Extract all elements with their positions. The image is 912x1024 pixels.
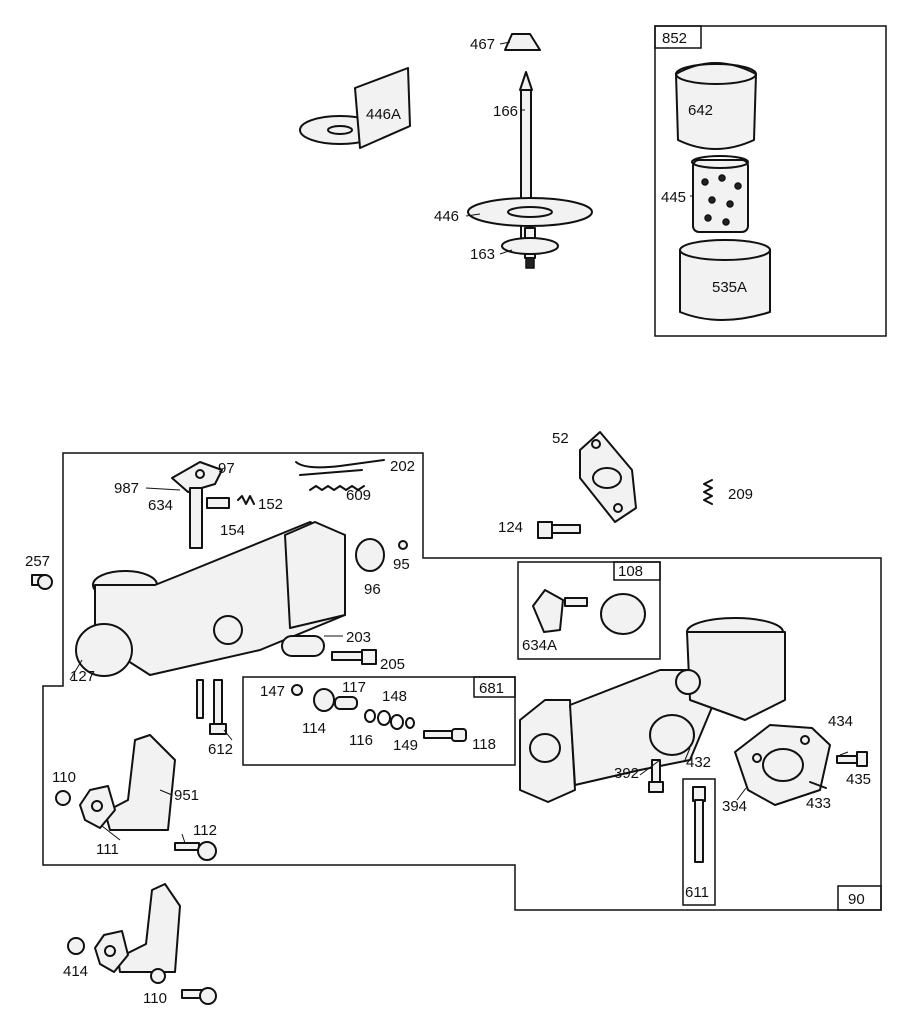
label-951: 951	[174, 787, 199, 804]
part-202-link	[295, 459, 385, 476]
frame-681	[242, 676, 516, 766]
label-433: 433	[806, 795, 831, 812]
box-108	[613, 561, 661, 581]
part-carb-body	[92, 521, 346, 676]
part-52-gasket	[579, 431, 637, 523]
label-257: 257	[25, 553, 50, 570]
label-535A: 535A	[712, 279, 747, 296]
label-166: 166	[493, 103, 518, 120]
label-209: 209	[728, 486, 753, 503]
label-467: 467	[470, 36, 495, 53]
label-446A: 446A	[366, 106, 401, 123]
part-205-screw	[331, 649, 377, 665]
label-96: 96	[364, 581, 381, 598]
frame-108	[517, 561, 661, 660]
part-95-screw	[398, 540, 408, 550]
frame-852	[654, 25, 887, 337]
label-154: 154	[220, 522, 245, 539]
part-433-pin	[809, 781, 827, 789]
part-612-bolt	[196, 679, 227, 735]
part-445-element	[691, 155, 749, 233]
label-987: 987	[114, 480, 139, 497]
part-467-nut	[504, 33, 541, 51]
part-611-bolt	[692, 786, 706, 863]
part-127-choke	[75, 623, 133, 677]
frame-611	[682, 778, 716, 906]
label-202: 202	[390, 458, 415, 475]
label-90: 90	[848, 891, 865, 908]
part-642-cover	[675, 62, 757, 150]
part-108-kit	[532, 589, 646, 635]
label-152: 152	[258, 496, 283, 513]
part-166-stud	[467, 71, 593, 269]
part-435-screw	[836, 751, 868, 767]
box-90	[837, 885, 882, 911]
label-117: 117	[342, 679, 366, 696]
label-97: 97	[218, 460, 235, 477]
label-446: 446	[434, 208, 459, 225]
label-112: 112	[193, 822, 217, 839]
label-118: 118	[472, 736, 496, 753]
frame-90	[42, 452, 882, 911]
part-96-plate	[355, 538, 385, 572]
label-681: 681	[479, 680, 504, 697]
part-434-diaphragm	[734, 724, 831, 806]
part-535A-precleaner	[679, 239, 771, 321]
label-95: 95	[393, 556, 410, 573]
label-445: 445	[661, 189, 686, 206]
box-681	[473, 676, 516, 698]
label-52: 52	[552, 430, 569, 447]
part-209-spring	[703, 479, 713, 505]
part-609-spring	[309, 485, 365, 491]
label-111: 111	[96, 841, 119, 858]
part-257-screw	[31, 574, 53, 590]
label-114: 114	[302, 720, 326, 737]
part-152-spring	[237, 495, 255, 505]
label-852: 852	[662, 30, 687, 47]
label-148: 148	[382, 688, 407, 705]
label-612: 612	[208, 741, 233, 758]
part-951-bracket	[79, 734, 176, 831]
part-446A-bracket	[299, 67, 411, 149]
part-681-kit	[291, 684, 467, 742]
label-110-b: 110	[143, 990, 167, 1007]
label-435: 435	[846, 771, 871, 788]
part-414-bracket	[67, 883, 217, 1005]
leader-lines	[69, 41, 849, 844]
label-414: 414	[63, 963, 88, 980]
part-124-screw	[537, 521, 581, 539]
part-112-screw	[174, 841, 217, 861]
label-116: 116	[349, 732, 373, 749]
label-163: 163	[470, 246, 495, 263]
part-97-lever	[171, 461, 223, 493]
part-110-nut-a	[55, 790, 71, 806]
label-432: 432	[686, 754, 711, 771]
label-392: 392	[614, 765, 639, 782]
label-611: 611	[685, 884, 709, 901]
label-394: 394	[722, 798, 747, 815]
label-642: 642	[688, 102, 713, 119]
label-110-a: 110	[52, 769, 76, 786]
label-127: 127	[70, 668, 95, 685]
label-108: 108	[618, 563, 643, 580]
label-634: 634	[148, 497, 173, 514]
label-203: 203	[346, 629, 371, 646]
label-205: 205	[380, 656, 405, 673]
box-852	[654, 25, 702, 49]
part-right-carb-body	[519, 617, 786, 803]
label-149: 149	[393, 737, 418, 754]
part-634-shaft	[189, 487, 230, 549]
label-609: 609	[346, 487, 371, 504]
label-434: 434	[828, 713, 853, 730]
label-634A: 634A	[522, 637, 557, 654]
label-147: 147	[260, 683, 285, 700]
part-203-tube	[281, 635, 325, 657]
label-124: 124	[498, 519, 523, 536]
